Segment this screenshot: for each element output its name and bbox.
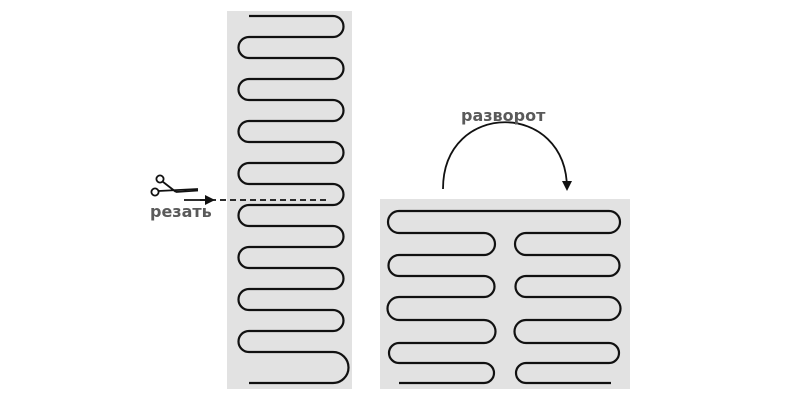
flip-arrow bbox=[442, 121, 572, 191]
flip-label: разворот bbox=[461, 106, 546, 125]
cut-label: резать bbox=[150, 202, 212, 221]
mat-panel-full bbox=[227, 11, 352, 389]
heating-cable-rearranged bbox=[386, 209, 622, 385]
scissors-icon bbox=[150, 174, 199, 197]
heating-cable-full bbox=[237, 14, 350, 385]
mat-panel-rearranged bbox=[380, 199, 630, 389]
